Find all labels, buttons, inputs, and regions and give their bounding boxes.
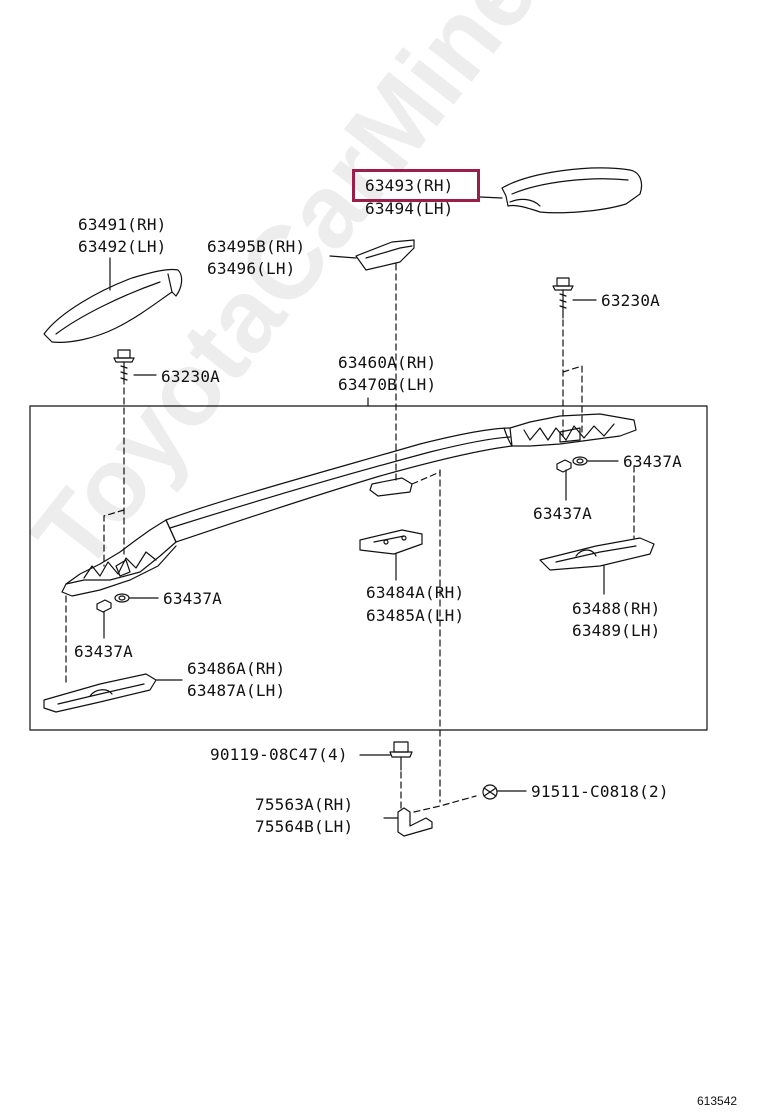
bottom-bolt (389, 741, 413, 771)
label-63494[interactable]: 63494(LH) (365, 199, 454, 218)
label-63492[interactable]: 63492(LH) (78, 237, 167, 256)
label-63495b[interactable]: 63495B(RH) (207, 237, 306, 256)
label-63489[interactable]: 63489(LH) (572, 621, 661, 640)
label-63470b[interactable]: 63470B(LH) (338, 375, 437, 394)
roof-rail-part (61, 413, 637, 597)
front-end-cover-part (43, 268, 183, 343)
nut-left (96, 599, 112, 613)
bracket-part (397, 807, 433, 837)
label-63496[interactable]: 63496(LH) (207, 259, 296, 278)
label-63488[interactable]: 63488(RH) (572, 599, 661, 618)
label-91511[interactable]: 91511-C0818(2) (531, 782, 669, 801)
washer-left (114, 593, 130, 603)
label-63491[interactable]: 63491(RH) (78, 215, 167, 234)
label-63437a-left-nut[interactable]: 63437A (74, 642, 133, 661)
label-63486a[interactable]: 63486A(RH) (187, 659, 286, 678)
label-75564b[interactable]: 75564B(LH) (255, 817, 354, 836)
washer-right (572, 456, 588, 466)
label-63437a-right-washer[interactable]: 63437A (623, 452, 682, 471)
label-63230a-right[interactable]: 63230A (601, 291, 660, 310)
label-63437a-right-nut[interactable]: 63437A (533, 504, 592, 523)
assembly-frame (29, 405, 708, 731)
clip-part (482, 784, 498, 800)
right-end-plate-part (539, 537, 655, 571)
label-63485a[interactable]: 63485A(LH) (366, 606, 465, 625)
highlight-box (352, 169, 480, 202)
center-cover-part (355, 239, 415, 271)
rear-end-cover-part (501, 167, 643, 214)
nut-right (556, 459, 572, 473)
label-63493[interactable]: 63493(RH) (365, 176, 454, 195)
label-63484a[interactable]: 63484A(RH) (366, 583, 465, 602)
bolt-right (552, 277, 574, 319)
bolt-left (113, 349, 135, 385)
label-90119[interactable]: 90119-08C47(4) (210, 745, 348, 764)
left-end-plate-part (43, 673, 157, 713)
diagram-number: 613542 (697, 1094, 738, 1108)
label-75563a[interactable]: 75563A(RH) (255, 795, 354, 814)
label-63437a-left-washer[interactable]: 63437A (163, 589, 222, 608)
label-63230a-left[interactable]: 63230A (161, 367, 220, 386)
label-63460a[interactable]: 63460A(RH) (338, 353, 437, 372)
label-63487a[interactable]: 63487A(LH) (187, 681, 286, 700)
center-plate-part (359, 529, 423, 555)
